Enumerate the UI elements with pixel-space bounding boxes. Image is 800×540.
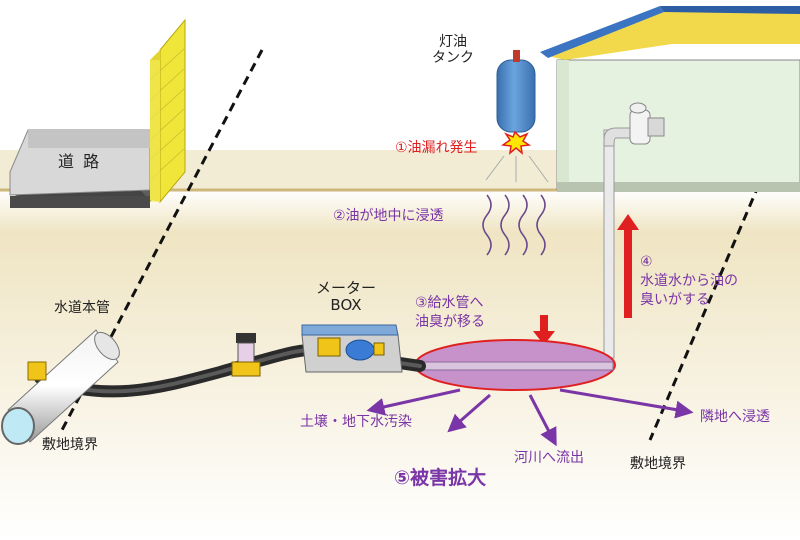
arrow-soil-down bbox=[447, 393, 491, 433]
boundary-right-label: 敷地境界 bbox=[630, 456, 686, 472]
faucet-icon bbox=[603, 102, 665, 359]
odor-arrow-up bbox=[617, 214, 639, 318]
kerosene-tank-icon bbox=[496, 50, 536, 133]
meter-box-label: メーター BOX bbox=[316, 279, 377, 315]
river-outflow-label: 河川へ流出 bbox=[514, 450, 584, 466]
odor-arrow-down bbox=[533, 315, 555, 345]
road bbox=[9, 129, 165, 208]
contamination-pool bbox=[414, 339, 616, 391]
boundary-line-left bbox=[60, 49, 264, 431]
seepage-label: ②油が地中に浸透 bbox=[333, 208, 444, 224]
damage-spread-label: ⑤被害拡大 bbox=[394, 467, 487, 489]
road-label: 道 路 bbox=[58, 152, 102, 171]
tap-odor-label: 水道水から油の 臭いがする bbox=[640, 273, 738, 308]
tap-odor-number: ④ bbox=[640, 254, 653, 270]
arrow-river bbox=[528, 394, 557, 447]
water-meter-icon bbox=[301, 324, 403, 373]
arrow-neighbor bbox=[559, 388, 694, 419]
leak-label: ①油漏れ発生 bbox=[395, 140, 478, 156]
valve-icon bbox=[231, 333, 261, 377]
spread-arrows bbox=[366, 388, 694, 447]
brick-wall-icon bbox=[149, 18, 186, 204]
soil-contamination-label: 土壌・地下水汚染 bbox=[300, 414, 412, 430]
water-main-label: 水道本管 bbox=[54, 300, 110, 316]
arrow-soil-left bbox=[366, 388, 461, 416]
house-icon bbox=[540, 6, 800, 192]
leak-spark-icon bbox=[485, 130, 549, 183]
neighbor-seepage-label: 隣地へ浸透 bbox=[700, 409, 770, 425]
seepage-waves bbox=[482, 194, 546, 256]
kerosene-tank-label: 灯油 タンク bbox=[432, 34, 474, 67]
water-main-pipe bbox=[1, 329, 120, 445]
boundary-left-label: 敷地境界 bbox=[42, 437, 98, 453]
odor-transfer-label: ③給水管へ 油臭が移る bbox=[415, 295, 485, 330]
